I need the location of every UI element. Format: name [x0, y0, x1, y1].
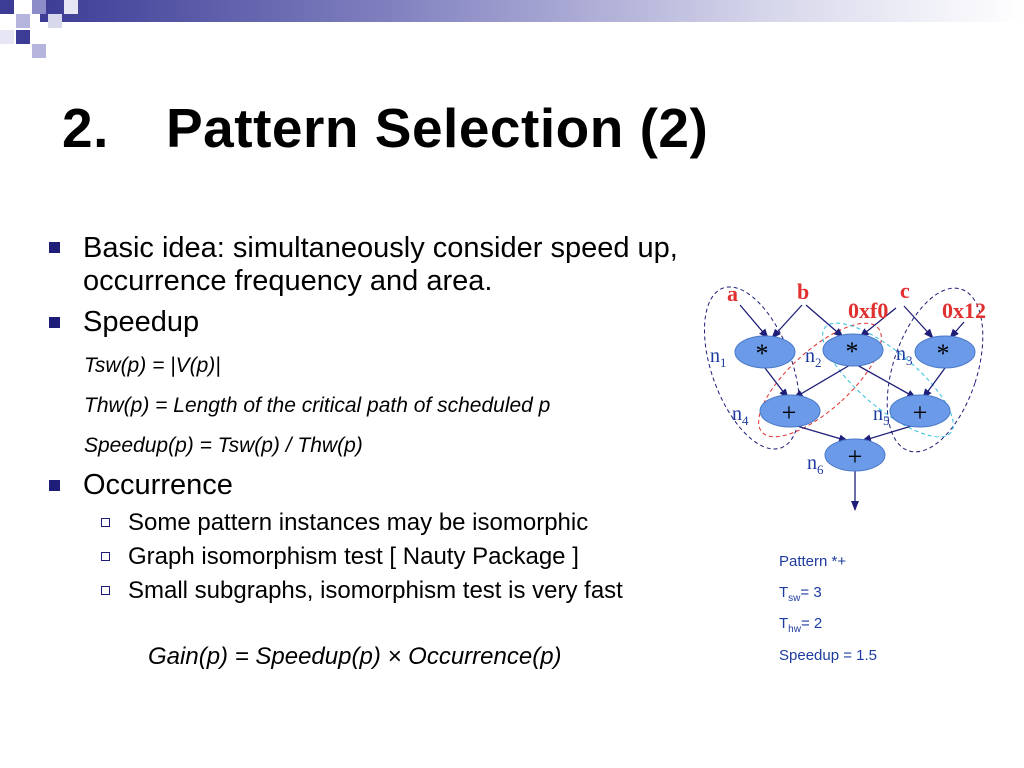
node-n2: [822, 333, 884, 367]
label-n3: n3: [896, 343, 913, 368]
basic-idea-line2: occurrence frequency and area.: [83, 265, 493, 297]
sub-bullet-marker: [101, 586, 110, 595]
input-0xf0: 0xf0: [848, 298, 888, 323]
title-number: 2.: [62, 97, 109, 159]
title-text: Pattern Selection (2): [166, 97, 709, 159]
header-square: [16, 30, 30, 44]
op-n4: +: [782, 398, 797, 427]
sub-bullet-text: Small subgraphs, isomorphism test is ver…: [128, 577, 623, 604]
header-gradient-bar: [40, 0, 1024, 22]
sub-bullet-text: Graph isomorphism test [ Nauty Package ]: [128, 543, 579, 570]
basic-idea-line1: Basic idea: simultaneously consider spee…: [83, 232, 678, 264]
occurrence-heading: Occurrence: [83, 469, 233, 501]
op-n2: *: [846, 337, 859, 366]
sub-bullet-marker: [101, 552, 110, 561]
op-n3: *: [937, 339, 950, 368]
bullet-marker: [49, 480, 60, 491]
input-c: c: [900, 278, 910, 303]
node-n6: [824, 438, 886, 472]
thw-value: Thw= 2: [779, 615, 823, 635]
input-b: b: [797, 279, 809, 304]
label-n6: n6: [807, 452, 824, 477]
label-n4: n4: [732, 403, 749, 428]
node-n4: [759, 394, 821, 428]
node-n3: [914, 335, 976, 369]
node-n1: [734, 335, 796, 369]
label-n1: n1: [710, 345, 727, 370]
bullet-marker: [49, 317, 60, 328]
tsw-formula: Tsw(p) = |V(p)|: [84, 354, 221, 377]
op-n5: +: [913, 398, 928, 427]
tsw-value: Tsw= 3: [779, 584, 822, 604]
input-a: a: [727, 281, 738, 306]
header-square: [0, 0, 14, 14]
label-n5: n5: [873, 403, 890, 428]
page-title: 2. Pattern Selection (2): [62, 96, 708, 160]
speedup-heading: Speedup: [83, 306, 200, 338]
thw-formula: Thw(p) = Length of the critical path of …: [84, 394, 551, 417]
node-n5: [889, 394, 951, 428]
header-square: [32, 44, 46, 58]
pattern-label: Pattern *+: [779, 553, 847, 570]
header-square: [32, 0, 46, 14]
bullet-marker: [49, 242, 60, 253]
cluster-red-outline: [758, 322, 882, 438]
header-square: [16, 14, 30, 28]
speedup-value: Speedup = 1.5: [779, 647, 878, 664]
cluster-cyan-outline: [822, 322, 954, 438]
sub-bullet-text: Some pattern instances may be isomorphic: [128, 509, 589, 536]
cluster-right-outline: [886, 287, 984, 453]
input-0x12: 0x12: [942, 298, 986, 323]
header-square: [64, 0, 78, 14]
op-n1: *: [756, 339, 769, 368]
gain-formula: Gain(p) = Speedup(p) × Occurrence(p): [148, 643, 562, 670]
speedup-formula: Speedup(p) = Tsw(p) / Thw(p): [84, 434, 363, 457]
label-n2: n2: [805, 345, 822, 370]
sub-bullet-marker: [101, 518, 110, 527]
header-square: [48, 14, 62, 28]
header-square: [0, 30, 14, 44]
op-n6: +: [848, 442, 863, 471]
